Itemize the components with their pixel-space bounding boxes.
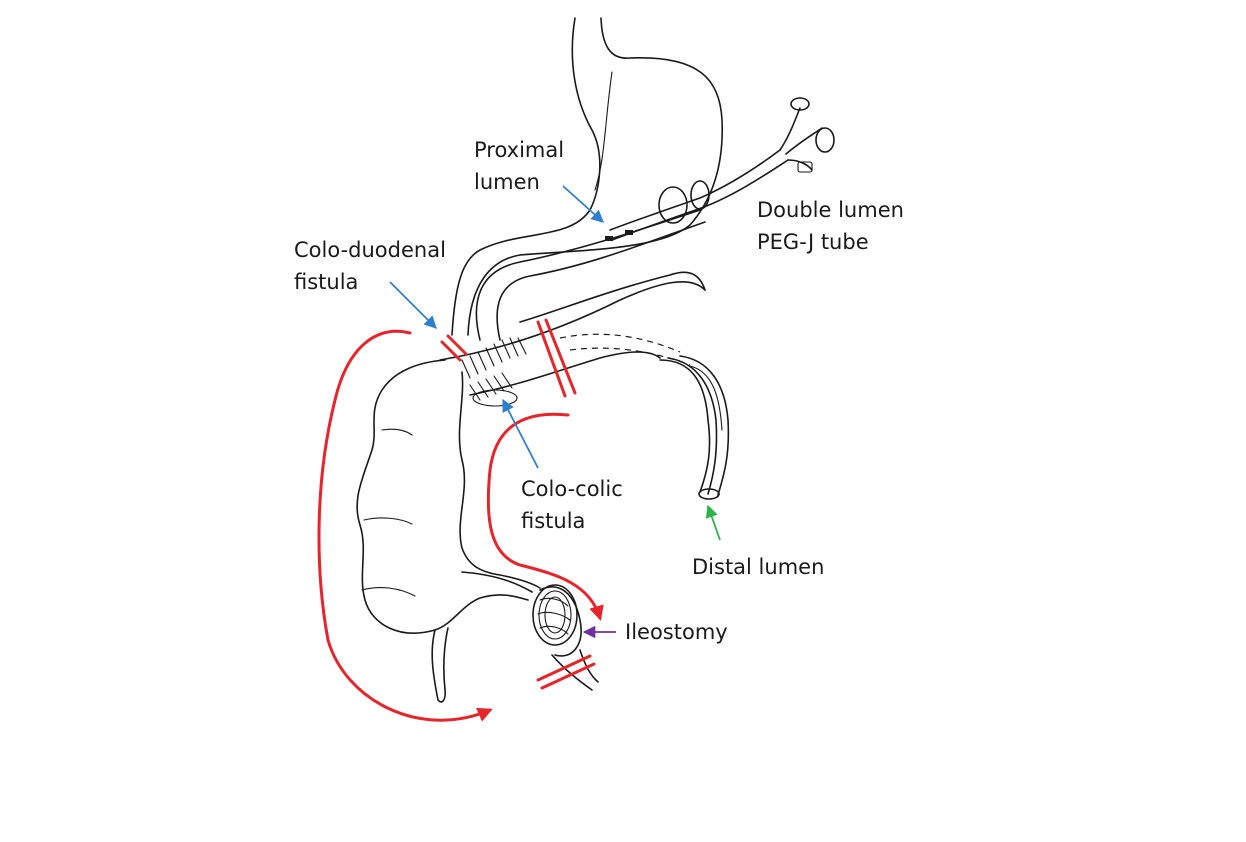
flow-arrows xyxy=(317,329,604,722)
fistula-hatching xyxy=(461,337,527,407)
pointer-arrows xyxy=(389,185,721,639)
distal-lumen-arrow xyxy=(705,504,721,541)
colo-colic-label-line1: Colo-colic xyxy=(521,477,623,501)
colo-duodenal-fistula-label: Colo-duodenal fistula xyxy=(294,234,446,298)
peg-j-tube-label-line2: PEG-J tube xyxy=(757,230,869,254)
distal-lumen-label: Distal lumen xyxy=(692,555,825,579)
colo-colic-fistula-label: Colo-colic fistula xyxy=(521,473,623,537)
transection-marks xyxy=(440,318,596,690)
colo-duodenal-label-line1: Colo-duodenal xyxy=(294,238,446,262)
proximal-lumen-label-line2: lumen xyxy=(474,170,540,194)
distal-limb xyxy=(659,355,730,500)
colo-duodenal-arrow xyxy=(389,281,437,329)
colo-duodenal-label-line2: fistula xyxy=(294,270,359,294)
colo-colic-arrow xyxy=(502,398,539,469)
proximal-lumen-label: Proximal lumen xyxy=(474,134,564,198)
colo-colic-label-line2: fistula xyxy=(521,509,586,533)
peg-j-tube-label-line1: Double lumen xyxy=(757,198,904,222)
duodenum-outline xyxy=(475,209,706,341)
proximal-lumen-label-line1: Proximal xyxy=(474,138,565,162)
ileostomy-label: Ileostomy xyxy=(625,620,728,644)
peg-j-tube-label: Double lumen PEG-J tube xyxy=(757,194,904,258)
proximal-lumen-arrow xyxy=(562,185,604,223)
peg-j-tube xyxy=(605,97,835,241)
colon-outline xyxy=(356,281,706,703)
